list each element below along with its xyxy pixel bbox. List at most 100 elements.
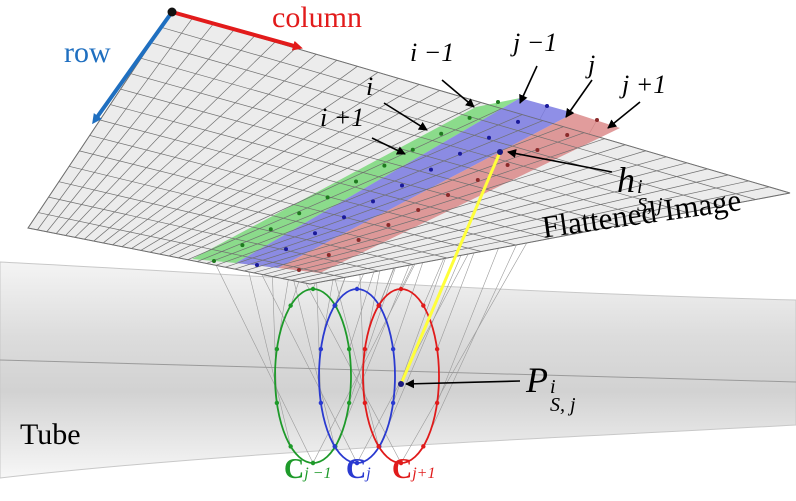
band-dot-green: [212, 259, 216, 263]
circle-label-c-j-plus-1-base: C: [392, 454, 413, 485]
band-dot-red: [386, 223, 391, 227]
circle-c-j-plus-1-point: [376, 444, 381, 449]
h-label-base: h: [617, 160, 635, 200]
circle-c-j-minus-1-point: [310, 460, 316, 466]
band-dot-green: [297, 211, 302, 216]
band-dot-blue: [371, 199, 375, 204]
circle-c-j-plus-1-point: [362, 400, 368, 406]
grid-line: [141, 57, 688, 213]
circle-c-j-point: [318, 400, 324, 406]
grid-line: [120, 88, 619, 226]
circle-c-j-plus-1-point: [362, 346, 368, 352]
tube-shape: [0, 261, 796, 479]
band-dot-green: [439, 131, 444, 136]
band-red: [278, 113, 620, 273]
grid-line: [99, 119, 551, 239]
label-i: i: [366, 72, 374, 101]
h-label-sub: S, j: [637, 194, 663, 216]
circle-c-j-point: [332, 444, 337, 449]
band-dot-green: [325, 195, 330, 200]
band-dot-blue: [342, 215, 346, 220]
p-label-sub: S, j: [550, 394, 576, 416]
flattened-image-sheet: [27, 11, 791, 285]
column-arrow: [171, 10, 303, 51]
p-label-base: P: [526, 360, 548, 400]
band-dot-red: [595, 118, 599, 122]
circle-c-j-minus-1-point: [274, 400, 280, 406]
band-dot-green: [268, 227, 273, 232]
label-i-plus-1: i +1: [320, 103, 365, 132]
tube-circles: [274, 286, 440, 466]
band-dot-green: [354, 179, 358, 184]
projection-line: [285, 249, 335, 447]
circle-label-c-j-plus-1-sub: j+1: [412, 465, 436, 482]
row-axis-label: row: [64, 36, 111, 69]
circle-c-j-plus-1-point: [434, 346, 440, 352]
circle-label-c-j-plus-1: Cj+1: [392, 456, 435, 484]
grid-line: [48, 196, 379, 272]
grid-line: [110, 104, 585, 233]
circle-c-j-point: [354, 460, 360, 466]
row-arrow: [92, 10, 174, 125]
circle-c-j-minus-1-point: [288, 303, 293, 308]
circle-label-c-j-minus-1: Cj −1: [284, 456, 331, 484]
grid-line: [151, 42, 722, 207]
projection-line: [242, 245, 291, 447]
projection-line: [213, 260, 314, 464]
circle-label-c-j-minus-1-base: C: [284, 454, 305, 485]
circle-c-j-plus-1-point: [398, 286, 404, 292]
origin-point: [167, 7, 177, 17]
band-dot-red: [356, 238, 361, 242]
band-dot-green: [240, 243, 245, 248]
p-point: [398, 381, 404, 387]
circle-c-j-plus-1-point: [434, 400, 440, 406]
circle-c-j-point: [390, 400, 396, 406]
band-dot-green: [410, 147, 415, 152]
circle-c-j-plus-1-point: [421, 444, 426, 449]
band-dot-red: [326, 253, 331, 257]
band-dot-blue: [429, 167, 433, 172]
column-axis-label: column: [272, 1, 362, 34]
h-point: [497, 149, 503, 155]
band-dot-blue: [255, 263, 259, 267]
tube-label: Tube: [20, 418, 81, 451]
band-dot-red: [505, 163, 510, 167]
circle-c-j-point: [332, 303, 337, 308]
circle-c-j-minus-1-point: [346, 400, 352, 406]
band-dot-red: [475, 178, 480, 182]
yellow-connector-line: [399, 151, 502, 385]
band-dot-red: [416, 208, 421, 212]
band-dot-blue: [487, 135, 491, 140]
band-dot-green: [496, 100, 500, 104]
circle-c-j-point: [390, 346, 396, 352]
circle-label-c-j-sub: j: [366, 465, 371, 482]
circle-label-c-j-base: C: [346, 454, 367, 485]
band-dot-blue: [313, 231, 317, 236]
grid-line: [161, 27, 756, 200]
circle-c-j-minus-1-point: [274, 346, 280, 352]
circle-c-j-minus-1-point: [346, 346, 352, 352]
band-dot-blue: [400, 183, 404, 188]
circle-c-j-point: [318, 346, 324, 352]
circle-label-c-j-minus-1-sub: j −1: [304, 465, 332, 482]
grid-line: [27, 227, 311, 285]
h-label-sup: i: [637, 176, 643, 198]
band-dot-blue: [458, 151, 462, 156]
label-j-plus-1: j +1: [622, 70, 667, 99]
p-label-sup: i: [550, 376, 556, 398]
circle-c-j-plus-1-point: [398, 460, 404, 466]
band-dot-green: [467, 115, 472, 120]
circle-c-j-minus-1-point: [288, 444, 293, 449]
band-dot-red: [535, 148, 540, 152]
label-j: j: [588, 50, 596, 79]
band-dot-blue: [284, 247, 288, 252]
circle-label-c-j: Cj: [346, 456, 371, 484]
circle-c-j-point: [354, 286, 360, 292]
circle-c-j-minus-1-point: [310, 286, 316, 292]
band-dot-blue: [516, 119, 520, 124]
pointer-arrows: [371, 65, 641, 389]
